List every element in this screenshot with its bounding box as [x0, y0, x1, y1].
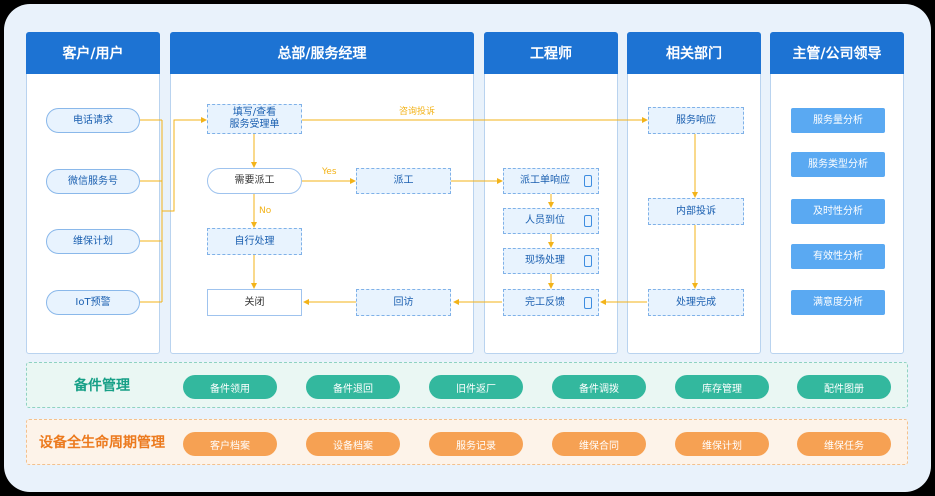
- lane-customer-title: 客户/用户: [26, 32, 160, 74]
- parts-chip-requisition[interactable]: 备件领用: [183, 375, 277, 399]
- hq-revisit[interactable]: 回访: [356, 289, 451, 316]
- dept-item-handling-complete[interactable]: 处理完成: [648, 289, 744, 316]
- customer-item-wechat[interactable]: 微信服务号: [46, 169, 140, 194]
- lifecycle-chip-maintenance-plan[interactable]: 维保计划: [675, 432, 769, 456]
- lifecycle-chip-maintenance-contract[interactable]: 维保合同: [552, 432, 646, 456]
- edge-label-yes: Yes: [322, 167, 337, 177]
- hq-self-handle[interactable]: 自行处理: [207, 228, 302, 255]
- mobile-icon: [584, 175, 592, 187]
- parts-chip-old-part-return[interactable]: 旧件返厂: [429, 375, 523, 399]
- leader-item-service-volume[interactable]: 服务量分析: [791, 108, 885, 133]
- edge-label-no: No: [259, 206, 272, 216]
- customer-item-iot-alert[interactable]: IoT预警: [46, 290, 140, 315]
- hq-fill-view-ticket[interactable]: 填写/查看 服务受理单: [207, 104, 302, 134]
- lane-dept-title: 相关部门: [627, 32, 761, 74]
- parts-management-bar: 备件管理 备件领用 备件退回 旧件返厂 备件调拨 库存管理 配件图册: [26, 362, 908, 408]
- customer-item-maintenance-plan[interactable]: 维保计划: [46, 229, 140, 254]
- mobile-icon: [584, 296, 592, 309]
- leader-item-satisfaction[interactable]: 满意度分析: [791, 290, 885, 315]
- engineer-item-on-site[interactable]: 人员到位: [503, 208, 599, 234]
- dept-item-service-response[interactable]: 服务响应: [648, 107, 744, 134]
- engineer-item-label: 现场处理: [525, 255, 565, 266]
- hq-need-dispatch[interactable]: 需要派工: [207, 168, 302, 194]
- lane-leader-title: 主管/公司领导: [770, 32, 904, 74]
- leader-item-timeliness[interactable]: 及时性分析: [791, 199, 885, 224]
- dept-item-internal-complaint[interactable]: 内部投诉: [648, 198, 744, 225]
- parts-chip-catalog[interactable]: 配件图册: [797, 375, 891, 399]
- engineer-item-label: 完工反馈: [525, 296, 565, 308]
- engineer-item-ticket-response[interactable]: 派工单响应: [503, 168, 599, 194]
- lifecycle-chip-maintenance-task[interactable]: 维保任务: [797, 432, 891, 456]
- lifecycle-management-title: 设备全生命周期管理: [39, 435, 165, 451]
- parts-management-title: 备件管理: [74, 378, 130, 394]
- lifecycle-chip-device-file[interactable]: 设备档案: [306, 432, 400, 456]
- lifecycle-management-bar: 设备全生命周期管理 客户档案 设备档案 服务记录 维保合同 维保计划 维保任务: [26, 419, 908, 465]
- parts-chip-return[interactable]: 备件退回: [306, 375, 400, 399]
- engineer-item-label: 派工单响应: [520, 175, 570, 186]
- mobile-icon: [584, 215, 592, 227]
- engineer-item-completion-feedback[interactable]: 完工反馈: [503, 289, 599, 316]
- parts-chip-inventory[interactable]: 库存管理: [675, 375, 769, 399]
- mobile-icon: [584, 255, 592, 267]
- lifecycle-chip-service-record[interactable]: 服务记录: [429, 432, 523, 456]
- diagram-canvas: 客户/用户 总部/服务经理 工程师 相关部门 主管/公司领导: [4, 4, 931, 492]
- engineer-item-field-handling[interactable]: 现场处理: [503, 248, 599, 274]
- lifecycle-chip-customer-file[interactable]: 客户档案: [183, 432, 277, 456]
- lane-engineer-title: 工程师: [484, 32, 618, 74]
- lane-hq-title: 总部/服务经理: [170, 32, 474, 74]
- engineer-item-label: 人员到位: [525, 215, 565, 226]
- parts-chip-transfer[interactable]: 备件调拨: [552, 375, 646, 399]
- hq-close[interactable]: 关闭: [207, 289, 302, 316]
- customer-item-phone[interactable]: 电话请求: [46, 108, 140, 133]
- hq-dispatch[interactable]: 派工: [356, 168, 451, 194]
- edge-label-consult: 咨询投诉: [399, 107, 436, 117]
- leader-item-service-type[interactable]: 服务类型分析: [791, 152, 885, 177]
- leader-item-effectiveness[interactable]: 有效性分析: [791, 244, 885, 269]
